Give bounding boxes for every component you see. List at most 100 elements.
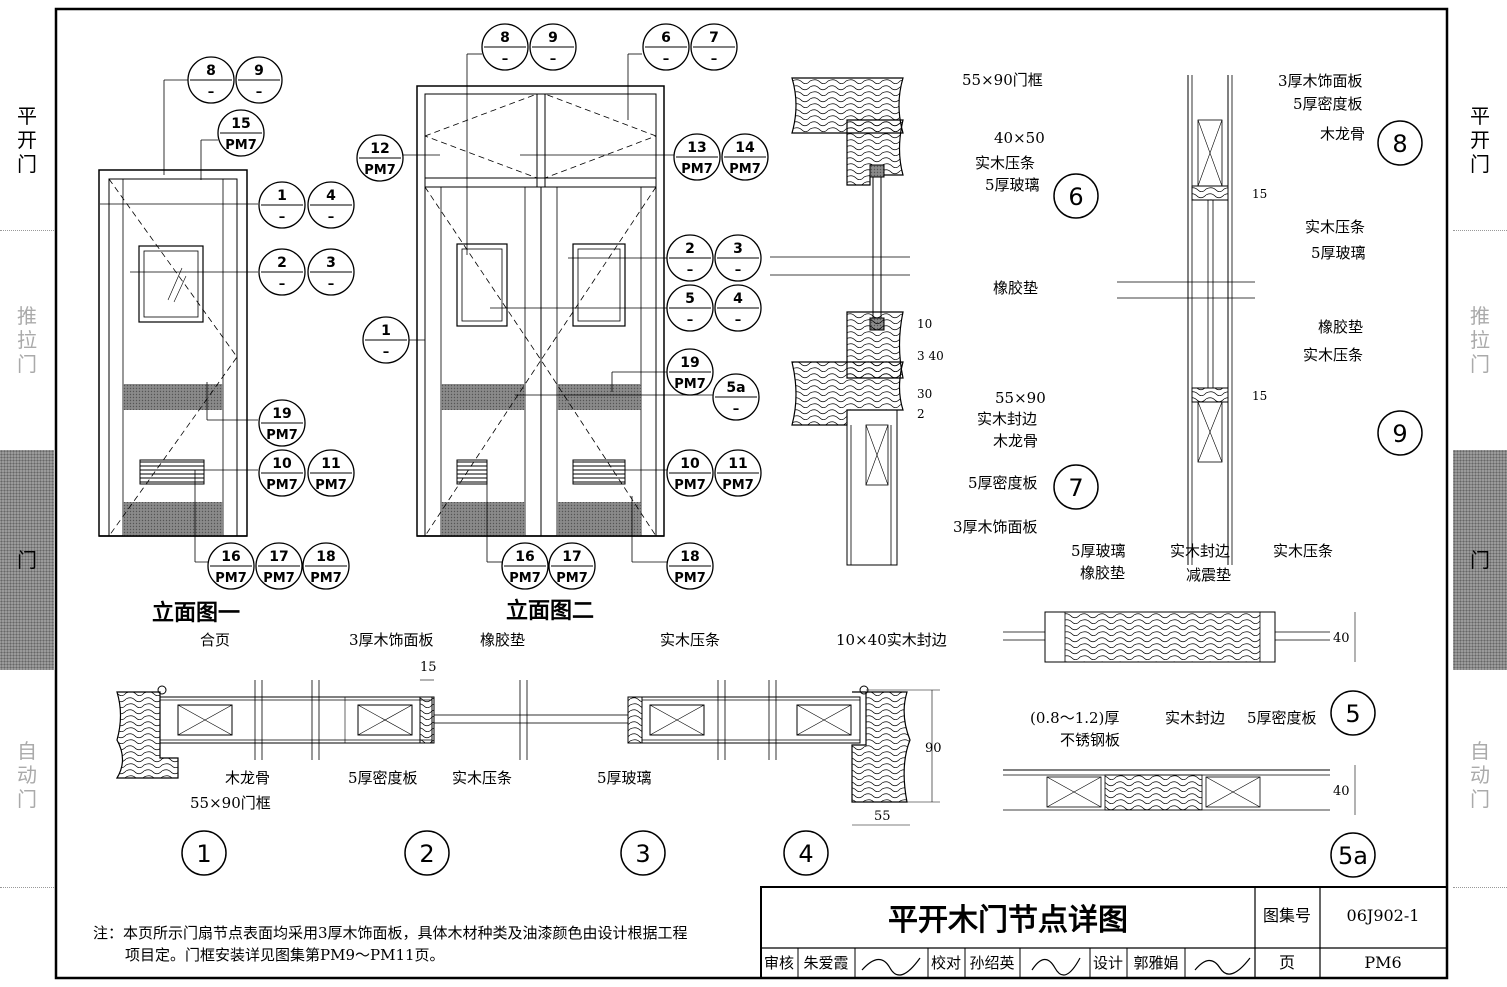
reference-number: 8: [206, 63, 216, 79]
reference-number: 19: [680, 355, 699, 371]
reference-number: 1: [277, 188, 287, 204]
dim-40-5: 40: [1333, 631, 1350, 646]
section-marker-7: 7: [1053, 464, 1099, 510]
reference-number: 5: [685, 291, 695, 307]
reference-page: –: [328, 210, 335, 225]
section-number: 5: [1345, 700, 1360, 728]
reference-page: PM7: [556, 571, 588, 586]
label-steel-thickness: (0.8～1.2)厚: [1030, 709, 1119, 727]
side-tab-swing-door[interactable]: 平 开 门: [0, 60, 54, 220]
reference-page: –: [550, 52, 557, 67]
section-marker-1: 1: [181, 830, 227, 876]
reference-bubble-5[interactable]: 5–: [666, 284, 714, 332]
leader-lines: [100, 53, 713, 563]
design-label: 设计: [1093, 954, 1123, 972]
reference-page: PM7: [263, 571, 295, 586]
reference-bubble-8[interactable]: 8–: [481, 23, 529, 71]
label-mdf-8: 5厚密度板: [1293, 95, 1363, 113]
section-number: 1: [196, 840, 211, 868]
reference-bubble-1[interactable]: 1–: [362, 316, 410, 364]
side-tab-auto-door[interactable]: 自 动 门: [0, 700, 54, 850]
reference-number: 3: [733, 241, 743, 257]
reference-bubble-6[interactable]: 6–: [642, 23, 690, 71]
side-tab-sliding-door-right[interactable]: 推 拉 门: [1453, 270, 1507, 410]
reference-bubble-2[interactable]: 2–: [258, 248, 306, 296]
reference-bubble-9[interactable]: 9–: [235, 56, 283, 104]
reference-number: 7: [709, 30, 719, 46]
side-tab-door-right[interactable]: 门: [1453, 450, 1507, 670]
side-tab-sliding-door[interactable]: 推 拉 门: [0, 270, 54, 410]
dim-40-5a: 40: [1333, 784, 1350, 799]
note-line-2: 项目定。门框安装详见图集第PM9～PM11页。: [125, 946, 445, 964]
section-marker-6: 6: [1053, 173, 1099, 219]
vertical-section-6-7: [770, 77, 910, 566]
elevation-1-title: 立面图一: [152, 600, 240, 626]
reference-bubble-1[interactable]: 1–: [258, 181, 306, 229]
label-glass-5: 5厚玻璃: [1071, 542, 1126, 560]
reference-bubble-3[interactable]: 3–: [307, 248, 355, 296]
reference-page: –: [735, 313, 742, 328]
reference-bubble-5a[interactable]: 5a–: [712, 373, 760, 421]
section-number: 7: [1068, 474, 1083, 502]
label-keel: 木龙骨: [225, 769, 270, 787]
reference-page: –: [383, 345, 390, 360]
reference-page: PM7: [674, 478, 706, 493]
reference-number: 14: [735, 140, 755, 156]
side-tab-door[interactable]: 门: [0, 450, 54, 670]
label-veneer: 3厚木饰面板: [349, 631, 434, 649]
reference-page: PM7: [722, 478, 754, 493]
callout-labels: 合页 3厚木饰面板 橡胶垫 实木压条 10×40实木封边 木龙骨 55×90门框…: [190, 71, 1366, 824]
label-keel-7: 木龙骨: [993, 432, 1038, 450]
reference-number: 16: [515, 549, 534, 565]
reference-bubble-4[interactable]: 4–: [714, 284, 762, 332]
reference-number: 11: [321, 456, 340, 472]
reference-number: 11: [728, 456, 747, 472]
label-mdf-7: 5厚密度板: [968, 474, 1038, 492]
reference-bubble-4[interactable]: 4–: [307, 181, 355, 229]
label-mdf: 5厚密度板: [348, 769, 418, 787]
side-tab-label: 平 开 门: [1470, 104, 1490, 176]
reference-bubble-7[interactable]: 7–: [690, 23, 738, 71]
elevation-2-title: 立面图二: [506, 598, 594, 624]
label-mdf-5a: 5厚密度板: [1247, 709, 1317, 727]
side-tab-label: 自 动 门: [1470, 739, 1490, 811]
reference-page: –: [279, 210, 286, 225]
reference-bubble-3[interactable]: 3–: [714, 234, 762, 282]
reference-bubble-2[interactable]: 2–: [666, 234, 714, 282]
side-tab-swing-door-right[interactable]: 平 开 门: [1453, 60, 1507, 220]
reference-bubble-9[interactable]: 9–: [529, 23, 577, 71]
reference-page: PM7: [681, 162, 713, 177]
reference-bubble-8[interactable]: 8–: [187, 56, 235, 104]
side-tab-auto-door-right[interactable]: 自 动 门: [1453, 700, 1507, 850]
horizontal-section: [115, 679, 940, 826]
section-marker-8: 8: [1377, 120, 1423, 166]
dim-15-9: 15: [1252, 389, 1267, 403]
label-hinge: 合页: [200, 631, 230, 649]
reference-page: PM7: [674, 571, 706, 586]
reference-page: –: [687, 313, 694, 328]
label-strip-6: 实木压条: [975, 154, 1035, 172]
reference-number: 18: [316, 549, 335, 565]
reference-page: PM7: [225, 138, 257, 153]
vertical-section-8-9: [1117, 75, 1255, 565]
atlas-number: 06J902-1: [1347, 906, 1420, 925]
label-rubber-5: 橡胶垫: [1080, 564, 1125, 582]
page-label: 页: [1279, 953, 1295, 972]
reference-number: 3: [326, 255, 336, 271]
